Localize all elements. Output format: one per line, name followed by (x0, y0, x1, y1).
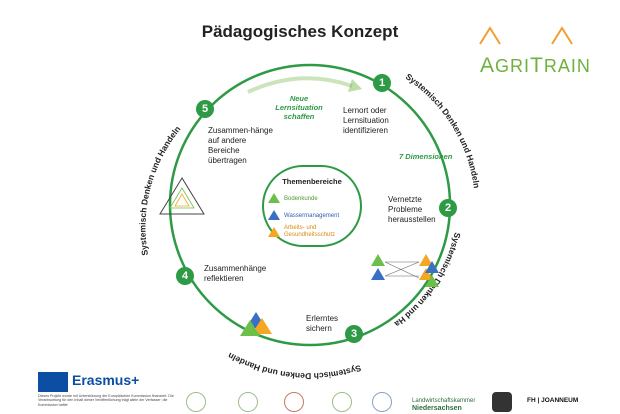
arrow-head (348, 79, 362, 92)
topic-icons (268, 193, 280, 237)
eu-flag (38, 372, 68, 392)
eu-disclaimer: Dieses Projekt wurde mit Unterstützung d… (38, 394, 174, 407)
arc-text-top-right: Systemisch Denken und Handeln (404, 71, 482, 189)
outline-triangle-icon (159, 177, 205, 215)
partner-logo-5 (372, 392, 392, 412)
new-situation-arrow (247, 76, 353, 94)
step-3-marker: 3 (345, 325, 363, 343)
partner-logo-4 (332, 392, 352, 412)
dimensions-annotation: 7 Dimensionen (399, 152, 453, 161)
fh-joanneum-logo: FH | JOANNEUM (527, 397, 579, 404)
step-4-label: Zusammenhänge reflektieren (204, 264, 267, 283)
logo-triangle-right (551, 26, 573, 45)
stacked-triangles-icon (240, 312, 272, 336)
topic-soil: Bodenkunde (284, 196, 318, 202)
partner-logo-1 (186, 392, 206, 412)
topic-water: Wassermanagement (284, 213, 340, 219)
network-icon (371, 254, 439, 287)
partner-logo-3 (284, 392, 304, 412)
step-5-label: Zusammen-hänge auf andere Bereiche übert… (208, 126, 273, 165)
step-1-label: Lernort oder Lernsituation identifiziere… (343, 106, 389, 135)
topics-title: Themenbereiche (282, 177, 342, 186)
partner-logo-2 (238, 392, 258, 412)
step-2-marker: 2 (439, 199, 457, 217)
topics-box: Themenbereiche Bodenkunde Wassermanageme… (262, 165, 362, 247)
step-2-label: Vernetzte Probleme herausstellen (388, 195, 436, 224)
partner-logo-tree (492, 392, 512, 412)
topic-icon-soil (268, 193, 280, 203)
page-title: Pädagogisches Konzept (201, 22, 399, 41)
step-5-marker: 5 (196, 100, 214, 118)
arc-text-bottom: Systemisch Denken und Handeln (226, 351, 362, 382)
topic-icon-safety (268, 227, 280, 237)
new-situation-annotation: Neue Lernsituation schaffen (275, 94, 323, 121)
arc-text-left: Systemisch Denken und Handeln (138, 124, 183, 256)
topic-safety: Arbeits- und Gesundheitsschutz (284, 225, 336, 238)
logo-triangle-left (479, 26, 501, 45)
erasmus-logo-text: Erasmus+ (72, 372, 140, 388)
step-1-marker: 1 (373, 74, 391, 92)
step-4-marker: 4 (176, 267, 194, 285)
step-3-label: Erlerntes sichern (306, 314, 339, 333)
agritrain-logo: AGRITRAIN (476, 22, 590, 92)
topic-icon-water (268, 210, 280, 220)
logo-text: AGRITRAIN (480, 54, 591, 77)
